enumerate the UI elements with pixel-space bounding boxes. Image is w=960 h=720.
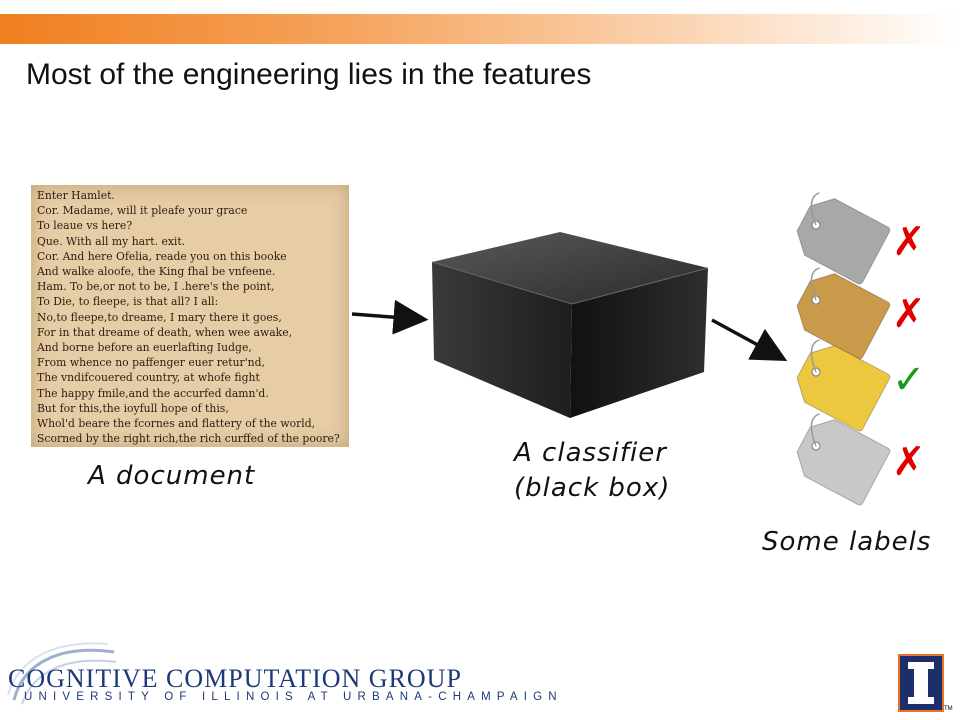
document-image: Enter Hamlet. Cor. Madame, will it pleaf… — [31, 185, 349, 447]
document-text-line: To leaue vs here? — [37, 219, 133, 233]
classifier-caption-line1: A classifier — [514, 438, 667, 468]
document-text-line: Whol'd beare the fcornes and flattery of… — [37, 417, 316, 431]
document-text-line: To Die, to fleepe, is that all? I all: — [37, 295, 219, 309]
arrow-to-classifier — [351, 299, 429, 335]
label-tag-icon — [796, 413, 891, 506]
document-text-line: From whence no paffenger euer retur'nd, — [37, 356, 265, 370]
illinois-block-i-icon — [898, 654, 944, 712]
cross-mark-icon: ✗ — [892, 291, 926, 337]
document-text-line: And borne before an euerlafting Iudge, — [37, 341, 252, 355]
classifier-caption-line2: (black box) — [514, 473, 671, 503]
slide-title: Most of the engineering lies in the feat… — [26, 58, 592, 91]
document-text-line: Ham. To be,or not to be, I .here's the p… — [37, 280, 275, 294]
arrow-to-labels — [711, 318, 788, 362]
document-text-line: Cor. And here Ofelia, reade you on this … — [37, 249, 287, 263]
cross-mark-icon: ✗ — [892, 219, 926, 265]
label-tag-icon — [796, 339, 891, 432]
document-caption: A document — [88, 461, 256, 491]
university-name: UNIVERSITY OF ILLINOIS AT URBANA-CHAMPAI… — [24, 691, 563, 703]
cross-mark-icon: ✗ — [892, 439, 926, 485]
top-accent-bar — [0, 14, 960, 44]
labels-caption: Some labels — [762, 527, 932, 557]
document-text-line: Cor. Madame, will it pleafe your grace — [37, 204, 248, 218]
label-tag-icon — [796, 267, 891, 360]
document-text-line: For in that dreame of death, when wee aw… — [37, 325, 293, 339]
document-text-line: And walke aloofe, the King fhal be vnfee… — [37, 265, 276, 279]
document-text-line: Scorned by the right rich,the rich curff… — [37, 432, 340, 446]
document-text-line: Enter Hamlet. — [37, 189, 115, 202]
document-text-line: Que. With all my hart. exit. — [37, 234, 186, 248]
document-text-line: The happy fmile,and the accurfed damn'd. — [37, 386, 269, 400]
trademark-mark: TM — [944, 706, 953, 712]
document-text-line: The vndifcouered country, at whofe fight — [37, 371, 260, 385]
black-box-classifier — [431, 232, 709, 418]
swoosh-logo-icon — [7, 642, 117, 705]
check-mark-icon: ✓ — [892, 357, 926, 403]
label-tag-icon — [796, 192, 891, 285]
document-text-line: But for this,the ioyfull hope of this, — [37, 401, 229, 415]
cognitive-computation-group-logo: COGNITIVE COMPUTATION GROUP — [8, 664, 462, 693]
document-text-line: No,to fleepe,to dreame, I mary there it … — [37, 310, 282, 324]
